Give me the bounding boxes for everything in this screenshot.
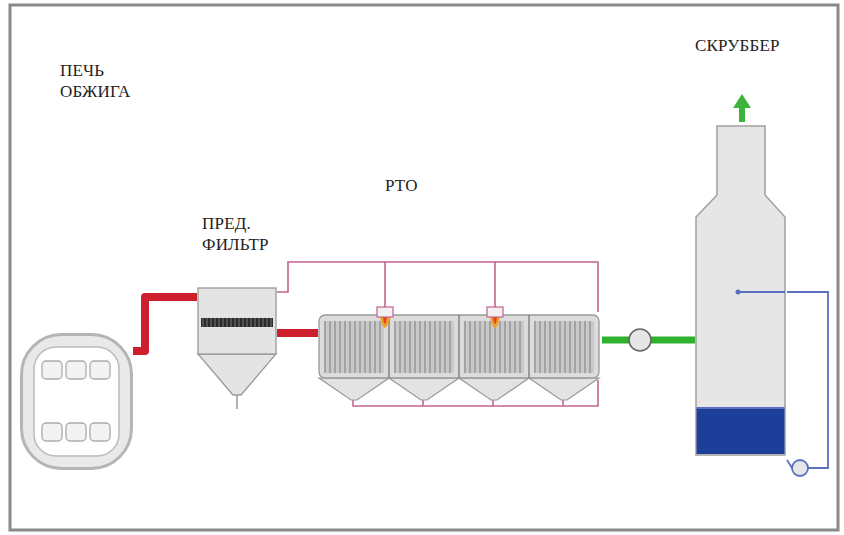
- scrubber: СКРУББЕР: [695, 125, 787, 457]
- recirculation-line: [787, 292, 828, 468]
- pipe-connector: [133, 297, 197, 351]
- unit-label: ПРЕД. ФИЛЬТР: [202, 213, 288, 256]
- pre-filter: ПРЕД. ФИЛЬТР: [197, 287, 277, 410]
- pipe-connector: [277, 329, 318, 337]
- pump-symbol: [792, 460, 808, 476]
- rto-unit: РТО: [318, 305, 602, 405]
- unit-label: СКРУББЕР: [695, 35, 805, 56]
- kiln-shape: [20, 333, 133, 470]
- kiln: ПЕЧЬ ОБЖИГА: [20, 333, 133, 470]
- bypass-lines: [277, 262, 598, 406]
- unit-label: ПЕЧЬ ОБЖИГА: [60, 60, 150, 103]
- pre-filter-shape: [197, 287, 277, 410]
- rto-unit-shape: [318, 305, 602, 405]
- unit-label: РТО: [385, 175, 445, 196]
- scrubber-shape: [695, 125, 787, 457]
- outlet-arrow: [733, 94, 751, 122]
- fan-symbol: [629, 329, 651, 351]
- frame: [10, 5, 838, 530]
